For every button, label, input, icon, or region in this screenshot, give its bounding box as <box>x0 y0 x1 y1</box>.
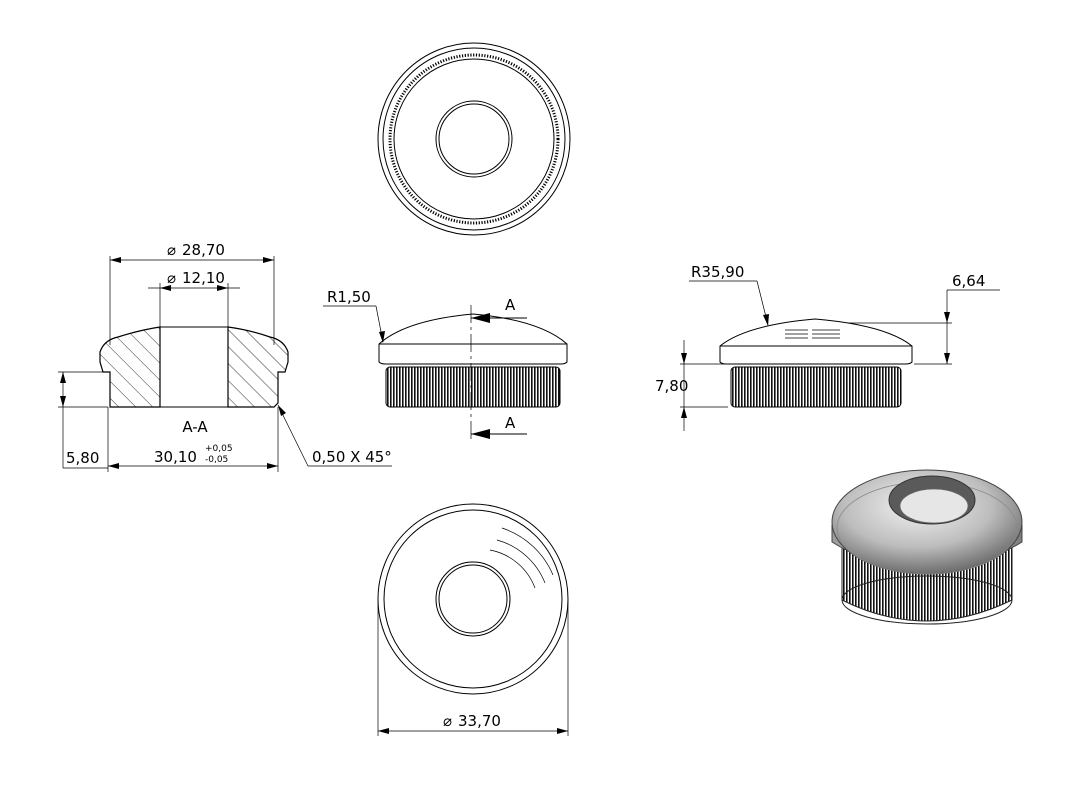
section-left-half <box>99 326 161 408</box>
bottom-view-outer-circle <box>377 503 569 695</box>
symbol-diameter: ⌀ <box>167 269 176 287</box>
top-view-outer-circle <box>377 42 571 236</box>
symbol-diameter: ⌀ <box>443 712 452 730</box>
dim-bottom-diameter: 33,70 <box>458 712 501 730</box>
top-view-bore-outer <box>435 100 513 178</box>
dim-outer-diameter: 28,70 <box>182 241 225 259</box>
cut-marker-bottom: A <box>505 414 516 432</box>
tolerance-upper: +0,05 <box>205 444 233 454</box>
dim-height: 5,80 <box>66 449 99 467</box>
top-view-knurl-ring <box>388 53 560 225</box>
front-view: A A R1,50 <box>323 288 568 440</box>
symbol-diameter: ⌀ <box>167 241 176 259</box>
bottom-view: ⌀ 33,70 <box>377 503 569 736</box>
side-view-knurl <box>730 366 902 408</box>
tolerance-lower: -0,05 <box>205 455 228 465</box>
front-view-cap <box>378 313 568 365</box>
top-view-rim-circle <box>382 47 566 231</box>
dim-dome-height: 6,64 <box>952 272 985 290</box>
isometric-view <box>831 469 1023 625</box>
top-view <box>377 42 571 236</box>
side-view-cap <box>719 318 913 365</box>
dim-chamfer: 0,50 X 45° <box>312 448 392 466</box>
bottom-view-inner-circle <box>383 509 563 689</box>
side-view: R35,90 6,64 7,80 <box>655 263 1000 431</box>
bottom-view-bore-outer <box>435 561 511 637</box>
top-view-inner-ring <box>393 58 555 220</box>
front-view-knurl <box>385 366 561 408</box>
section-right-half <box>227 326 289 408</box>
dim-dome-radius: R35,90 <box>691 263 744 281</box>
dim-bore-diameter: 12,10 <box>182 269 225 287</box>
bottom-view-bore-inner <box>438 564 508 634</box>
section-label: A-A <box>182 418 208 436</box>
dim-edge-radius: R1,50 <box>327 288 371 306</box>
section-view: A-A ⌀ 28,70 ⌀ 12,10 5,80 30,10 +0,05 -0 <box>58 241 392 472</box>
cut-marker-top: A <box>505 296 516 314</box>
dim-base-width: 30,10 <box>154 448 197 466</box>
dim-knurl-height: 7,80 <box>655 377 688 395</box>
top-view-bore-inner <box>438 103 510 175</box>
